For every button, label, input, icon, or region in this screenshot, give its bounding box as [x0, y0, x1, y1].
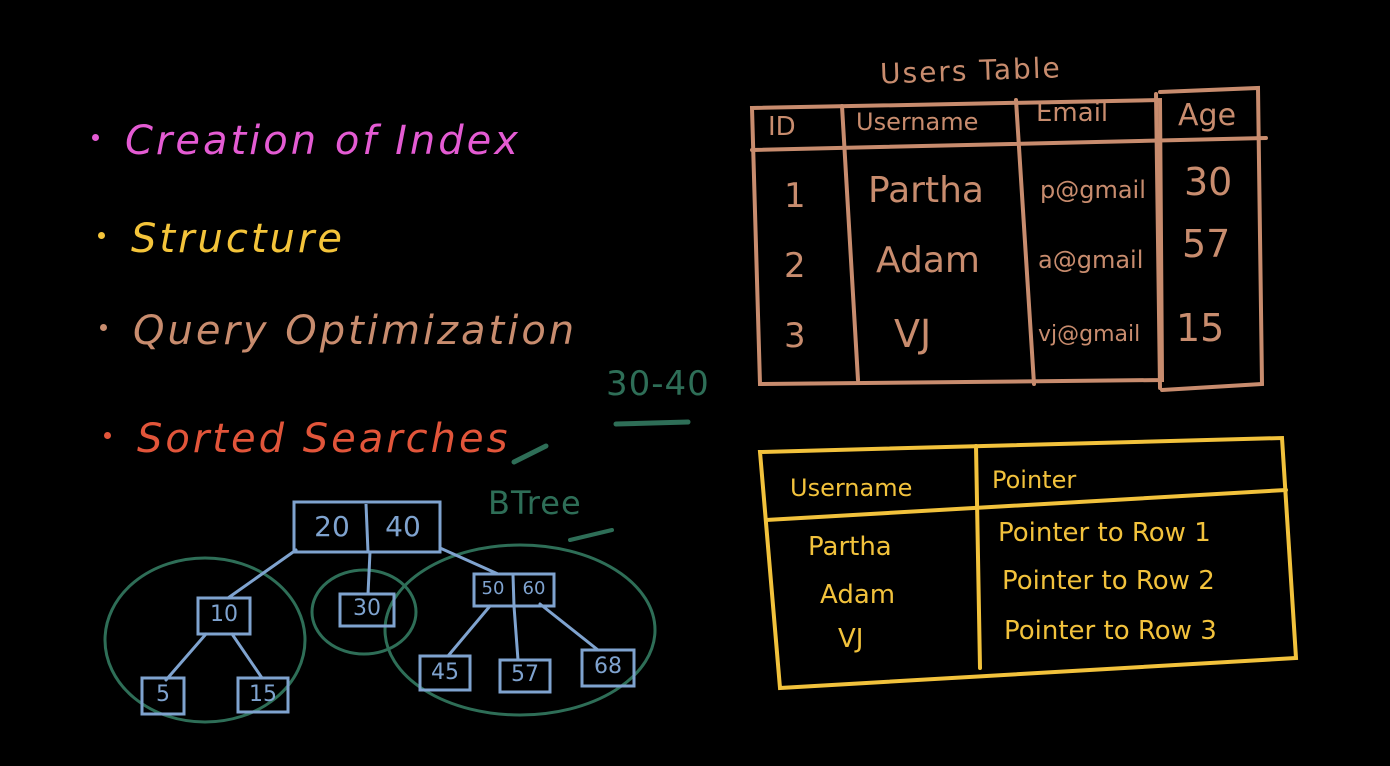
left-key: 10 — [210, 602, 238, 627]
index-header-username: Username — [790, 474, 913, 502]
row2-username: Adam — [876, 240, 980, 281]
root-key-2: 40 — [385, 510, 421, 543]
index-row3-pointer: Pointer to Row 3 — [1004, 616, 1217, 646]
bullet-label: Creation of Index — [125, 118, 521, 164]
middle-key: 30 — [353, 596, 381, 621]
header-username: Username — [856, 108, 979, 136]
range-underline — [613, 419, 691, 427]
middle-node-box — [338, 592, 396, 628]
index-row1-username: Partha — [808, 532, 892, 562]
header-age: Age — [1178, 98, 1237, 133]
bullet-creation-of-index: Creation of Index — [92, 118, 521, 164]
row2-email: a@gmail — [1038, 246, 1144, 274]
bullet-query-optimization: Query Optimization — [100, 308, 577, 354]
bullet-dot — [100, 323, 107, 331]
bullet-dot — [92, 133, 99, 141]
index-row1-pointer: Pointer to Row 1 — [998, 518, 1211, 548]
leaf-key-68: 68 — [594, 654, 622, 679]
left-subtree-circle — [103, 556, 307, 724]
leaf-68-box — [580, 648, 636, 688]
row1-id: 1 — [784, 176, 806, 216]
row1-age: 30 — [1184, 160, 1233, 204]
bullet-dot — [104, 431, 111, 439]
bullet-dot — [98, 231, 105, 239]
right-key-2: 60 — [522, 578, 546, 599]
leaf-57-box — [498, 658, 552, 694]
row1-email: p@gmail — [1040, 176, 1146, 204]
users-table-grid — [749, 85, 1268, 392]
row3-id: 3 — [784, 316, 806, 356]
left-node-box — [196, 596, 252, 636]
row2-age: 57 — [1182, 222, 1231, 266]
leaf-key-57: 57 — [511, 662, 539, 687]
leaf-key-5: 5 — [156, 682, 170, 707]
header-id: ID — [768, 112, 796, 142]
right-key-1: 50 — [481, 578, 505, 599]
leaf-key-15: 15 — [249, 682, 277, 707]
leaf-45-box — [418, 654, 472, 692]
root-node-divider — [364, 503, 370, 553]
index-row2-pointer: Pointer to Row 2 — [1002, 566, 1215, 596]
btree-groupings — [103, 543, 657, 724]
middle-node-circle — [310, 568, 418, 656]
bullet-label: Sorted Searches — [137, 416, 511, 462]
leaf-key-45: 45 — [431, 660, 459, 685]
row3-age: 15 — [1176, 306, 1225, 350]
row1-username: Partha — [868, 170, 984, 211]
row3-username: VJ — [894, 312, 932, 356]
index-header-pointer: Pointer — [992, 466, 1077, 494]
bullet-label: Query Optimization — [133, 308, 578, 354]
range-note: 30-40 — [606, 364, 710, 404]
root-key-1: 20 — [314, 510, 350, 543]
leaf-15-box — [236, 676, 290, 714]
btree-node-boxes — [140, 500, 636, 716]
users-table-title: Users Table — [879, 51, 1063, 91]
row2-id: 2 — [784, 246, 806, 286]
leaf-5-box — [140, 676, 186, 716]
right-subtree-circle — [383, 543, 657, 717]
bullet-sorted-searches: Sorted Searches — [104, 416, 510, 462]
btree-edges — [164, 546, 600, 682]
index-row2-username: Adam — [820, 580, 896, 610]
bullet-structure: Structure — [98, 216, 345, 262]
btree-underline — [568, 528, 614, 542]
pen-mark — [511, 443, 549, 465]
right-node-divider — [511, 574, 516, 607]
row3-email: vj@gmail — [1038, 322, 1141, 347]
index-table-grid — [757, 435, 1299, 691]
bullet-label: Structure — [131, 216, 345, 262]
header-email: Email — [1036, 98, 1109, 128]
btree-label: BTree — [488, 484, 582, 522]
index-row3-username: VJ — [838, 624, 864, 654]
